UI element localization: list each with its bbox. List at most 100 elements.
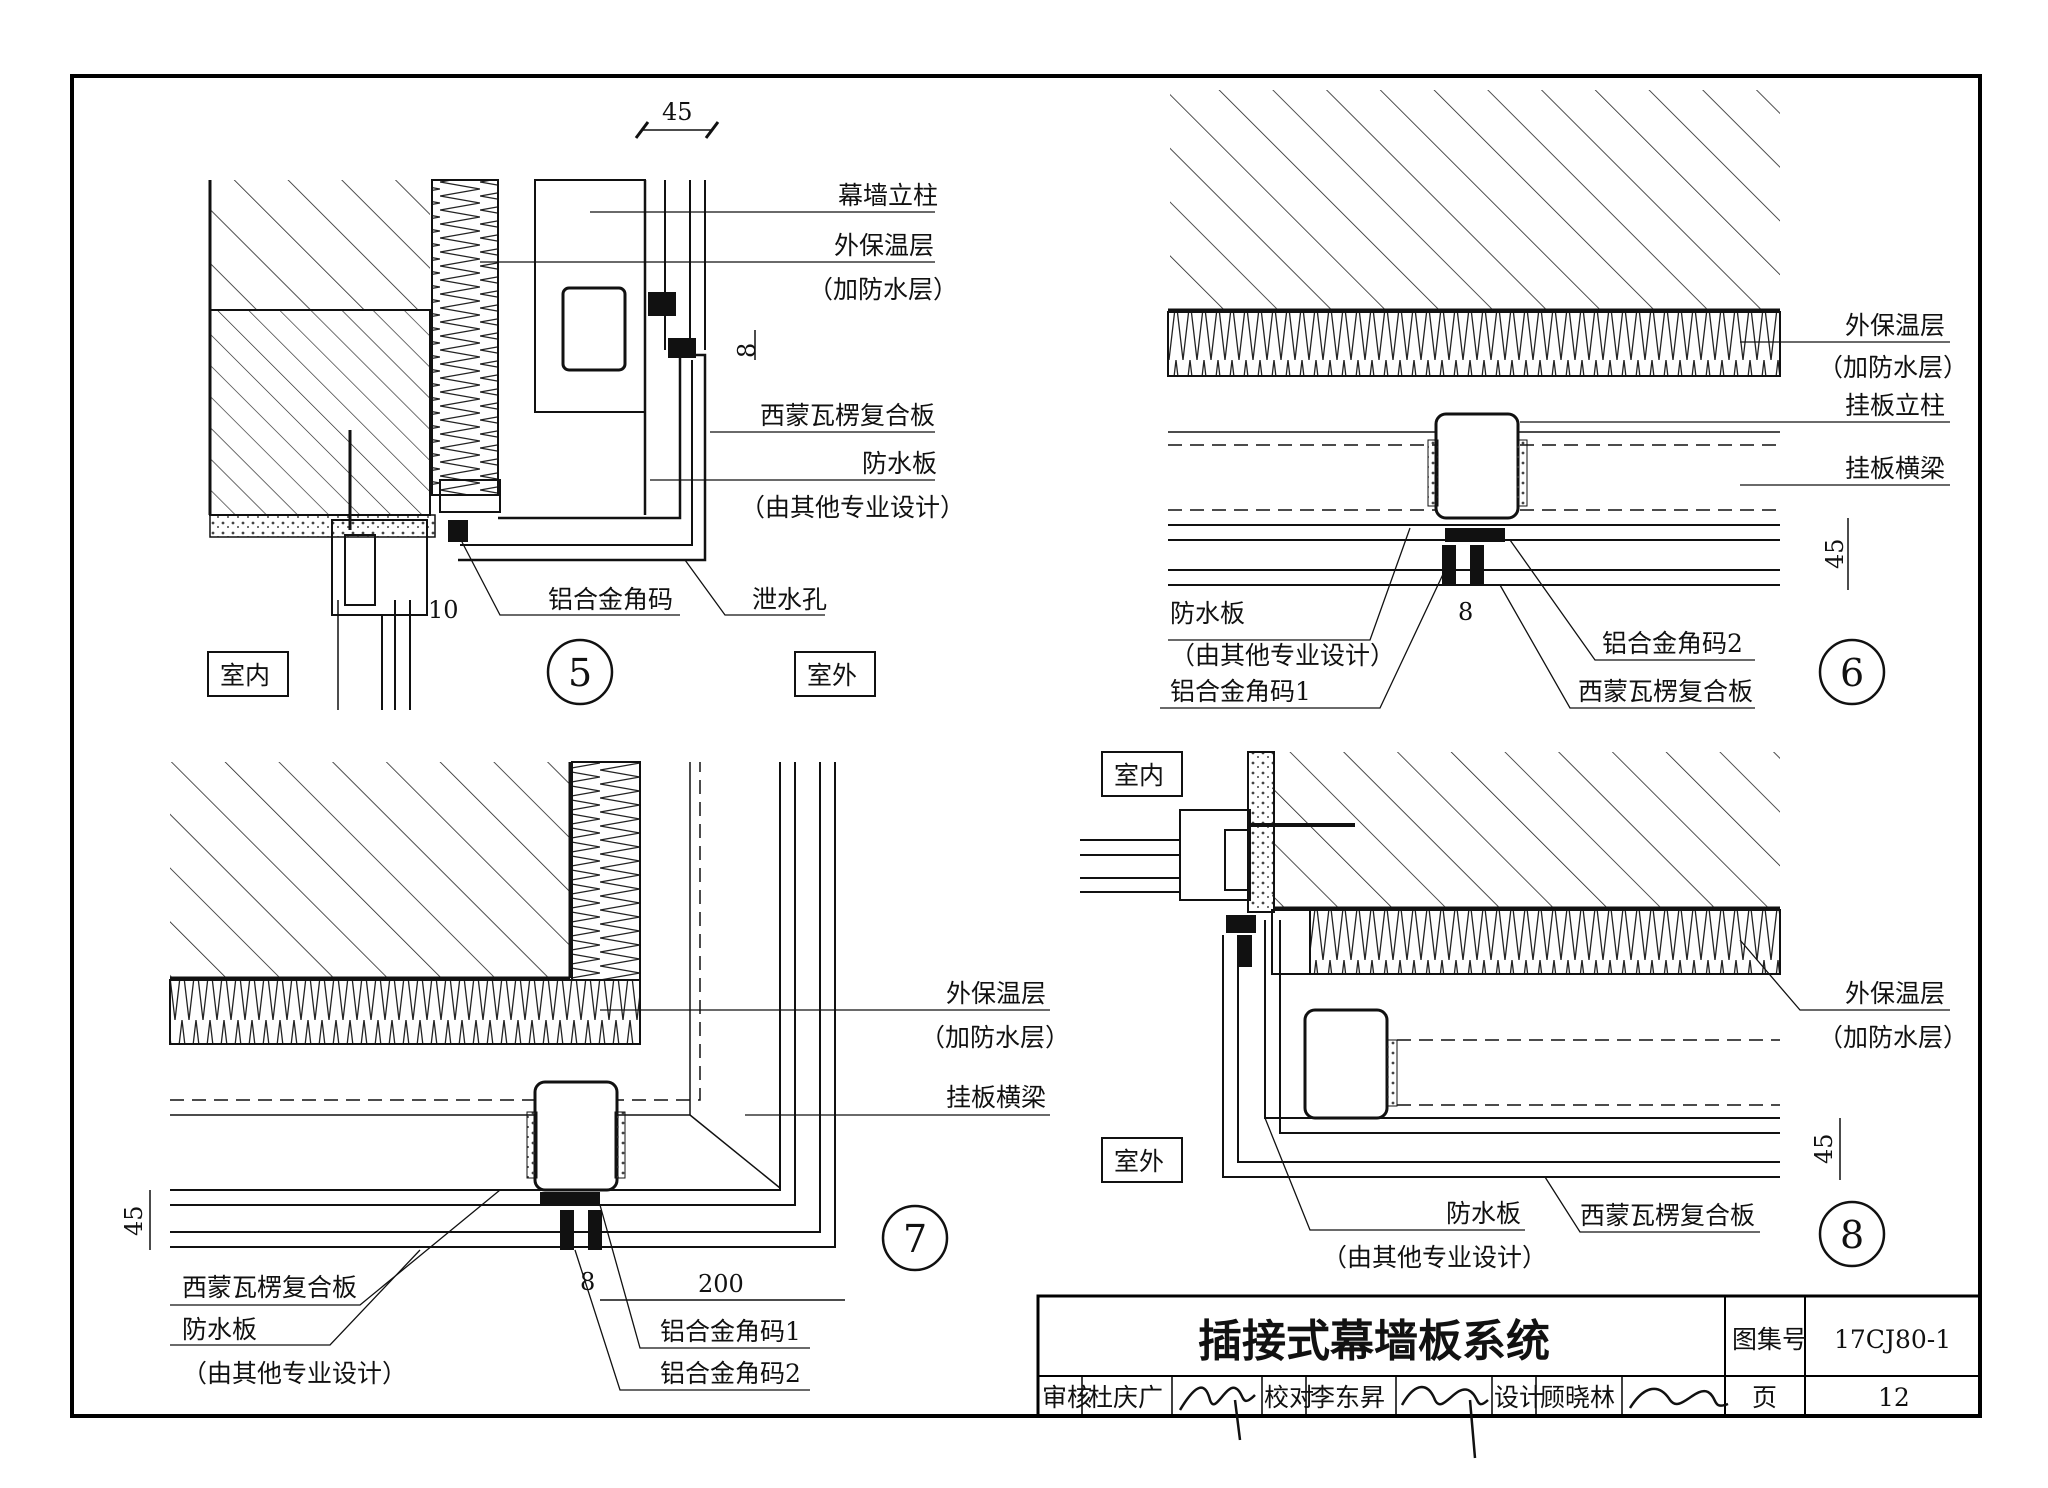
leader [1168, 527, 1411, 641]
label-indoor: 室内 [1114, 761, 1164, 790]
label-waterproof: 防水板 [182, 1315, 257, 1344]
leader [170, 1189, 501, 1306]
beam-line [170, 762, 701, 1101]
aluminum-angle [1442, 545, 1456, 585]
dim-tick [704, 121, 720, 139]
label-outdoor: 室外 [807, 661, 857, 690]
insulation-layer [431, 179, 499, 496]
insulation-layer [1167, 311, 1781, 377]
title-block-frame [1036, 1294, 1982, 1418]
aluminum-angle [448, 520, 468, 542]
panel-line [170, 762, 836, 1248]
label-insulation-sub: （加防水层） [920, 1023, 1070, 1052]
label-waterproof-sub: （由其他专业设计） [182, 1359, 407, 1388]
detail-number: 6 [1840, 651, 1864, 695]
design-label: 设计 [1494, 1383, 1544, 1412]
aluminum-angle [648, 292, 676, 316]
column-wrap [1516, 439, 1528, 507]
leader [1739, 939, 1950, 1011]
aluminum-angle [1470, 545, 1484, 585]
label-beam: 挂板横梁 [1845, 454, 1945, 483]
dim-8: 8 [733, 343, 761, 358]
label-waterproof-sub: （由其他专业设计） [740, 493, 965, 522]
leader [170, 1249, 421, 1346]
label-panel: 西蒙瓦楞复合板 [1578, 677, 1753, 706]
label-angle2: 铝合金角码2 [660, 1359, 801, 1388]
label-insulation: 外保温层 [834, 231, 934, 260]
column-wrap [1427, 439, 1439, 507]
panel-line [1222, 935, 1780, 1178]
column-wrap [526, 1111, 538, 1179]
leader [1160, 569, 1446, 709]
concrete-block [209, 309, 431, 516]
detail-number-circle [546, 638, 614, 706]
indoor-box [1101, 751, 1183, 797]
label-insulation-sub: （加防水层） [1818, 353, 1968, 382]
column-tube [1434, 412, 1520, 520]
designer-name: 顾晓林 [1540, 1383, 1615, 1412]
leader [1544, 1176, 1760, 1233]
leader [599, 1204, 810, 1349]
designer-signature [1628, 1387, 1729, 1409]
aluminum-angle [1238, 935, 1252, 967]
sheet-border [70, 74, 1982, 1418]
label-beam: 挂板横梁 [946, 1083, 1046, 1112]
atlas-label: 图集号 [1732, 1325, 1807, 1354]
insulation-layer [571, 761, 641, 981]
leader [1499, 584, 1755, 709]
insulation-layer [169, 979, 641, 1045]
label-angle2: 铝合金角码2 [1602, 629, 1743, 658]
aluminum-angle [560, 1210, 574, 1250]
label-waterproof: 防水板 [862, 449, 937, 478]
panel-line [1237, 935, 1780, 1163]
column-tube [1303, 1008, 1389, 1120]
detail-6: 45 8 外保温层 （加防水层） 挂板立柱 挂板横梁 防水板 （由其他专业设计）… [1160, 90, 1968, 709]
label-waterproof-sub: （由其他专业设计） [1170, 641, 1395, 670]
drawing-title: 插接式幕墙板系统 [1198, 1316, 1550, 1367]
dim-45: 45 [120, 1205, 148, 1236]
label-insulation: 外保温层 [1845, 311, 1945, 340]
label-column: 挂板立柱 [1845, 391, 1945, 420]
check-label: 校对 [1264, 1383, 1314, 1412]
wall-hatch [170, 762, 570, 978]
aluminum-angle [668, 338, 696, 358]
label-column: 幕墙立柱 [838, 181, 938, 210]
label-drain: 泄水孔 [752, 585, 827, 614]
panel-bottom [460, 360, 693, 546]
label-insulation: 外保温层 [1845, 979, 1945, 1008]
label-insulation-sub: （加防水层） [1818, 1023, 1968, 1052]
label-panel: 西蒙瓦楞复合板 [182, 1273, 357, 1302]
outdoor-box [794, 651, 876, 697]
page-number: 12 [1878, 1383, 1910, 1412]
panel-end-cap [439, 479, 501, 513]
label-insulation: 外保温层 [946, 979, 1046, 1008]
detail-number-circle [1818, 1200, 1886, 1268]
detail-7: 45 8 200 外保温层 （加防水层） 挂板横梁 西蒙瓦楞复合板 防水板 （由… [120, 761, 1070, 1391]
label-angle: 铝合金角码 [548, 585, 673, 614]
detail-number: 8 [1840, 1213, 1864, 1257]
column-tube [533, 1080, 619, 1192]
checker-name: 李东昇 [1310, 1383, 1385, 1412]
label-waterproof: 防水板 [1446, 1199, 1521, 1228]
label-insulation-sub: （加防水层） [808, 275, 958, 304]
leader [1264, 1117, 1525, 1231]
detail-number-circle [881, 1204, 949, 1272]
sill [209, 514, 436, 538]
label-panel: 西蒙瓦楞复合板 [760, 401, 935, 430]
window-frame-inner [1224, 829, 1251, 891]
checker-signature [1400, 1385, 1489, 1459]
reviewer-name: 杜庆广 [1088, 1383, 1163, 1412]
page-label: 页 [1752, 1383, 1777, 1412]
insulation-end [1271, 909, 1311, 975]
detail-number: 7 [903, 1217, 927, 1261]
aluminum-angle [540, 1192, 600, 1206]
curtain-column [534, 179, 646, 413]
aluminum-angle [1226, 915, 1256, 933]
dim-8: 8 [1458, 598, 1473, 626]
detail-number-circle [1818, 638, 1886, 706]
aluminum-angle [1445, 528, 1505, 542]
panel-line [170, 762, 821, 1233]
dim-8: 8 [580, 1268, 595, 1296]
panel-line [170, 762, 781, 1191]
